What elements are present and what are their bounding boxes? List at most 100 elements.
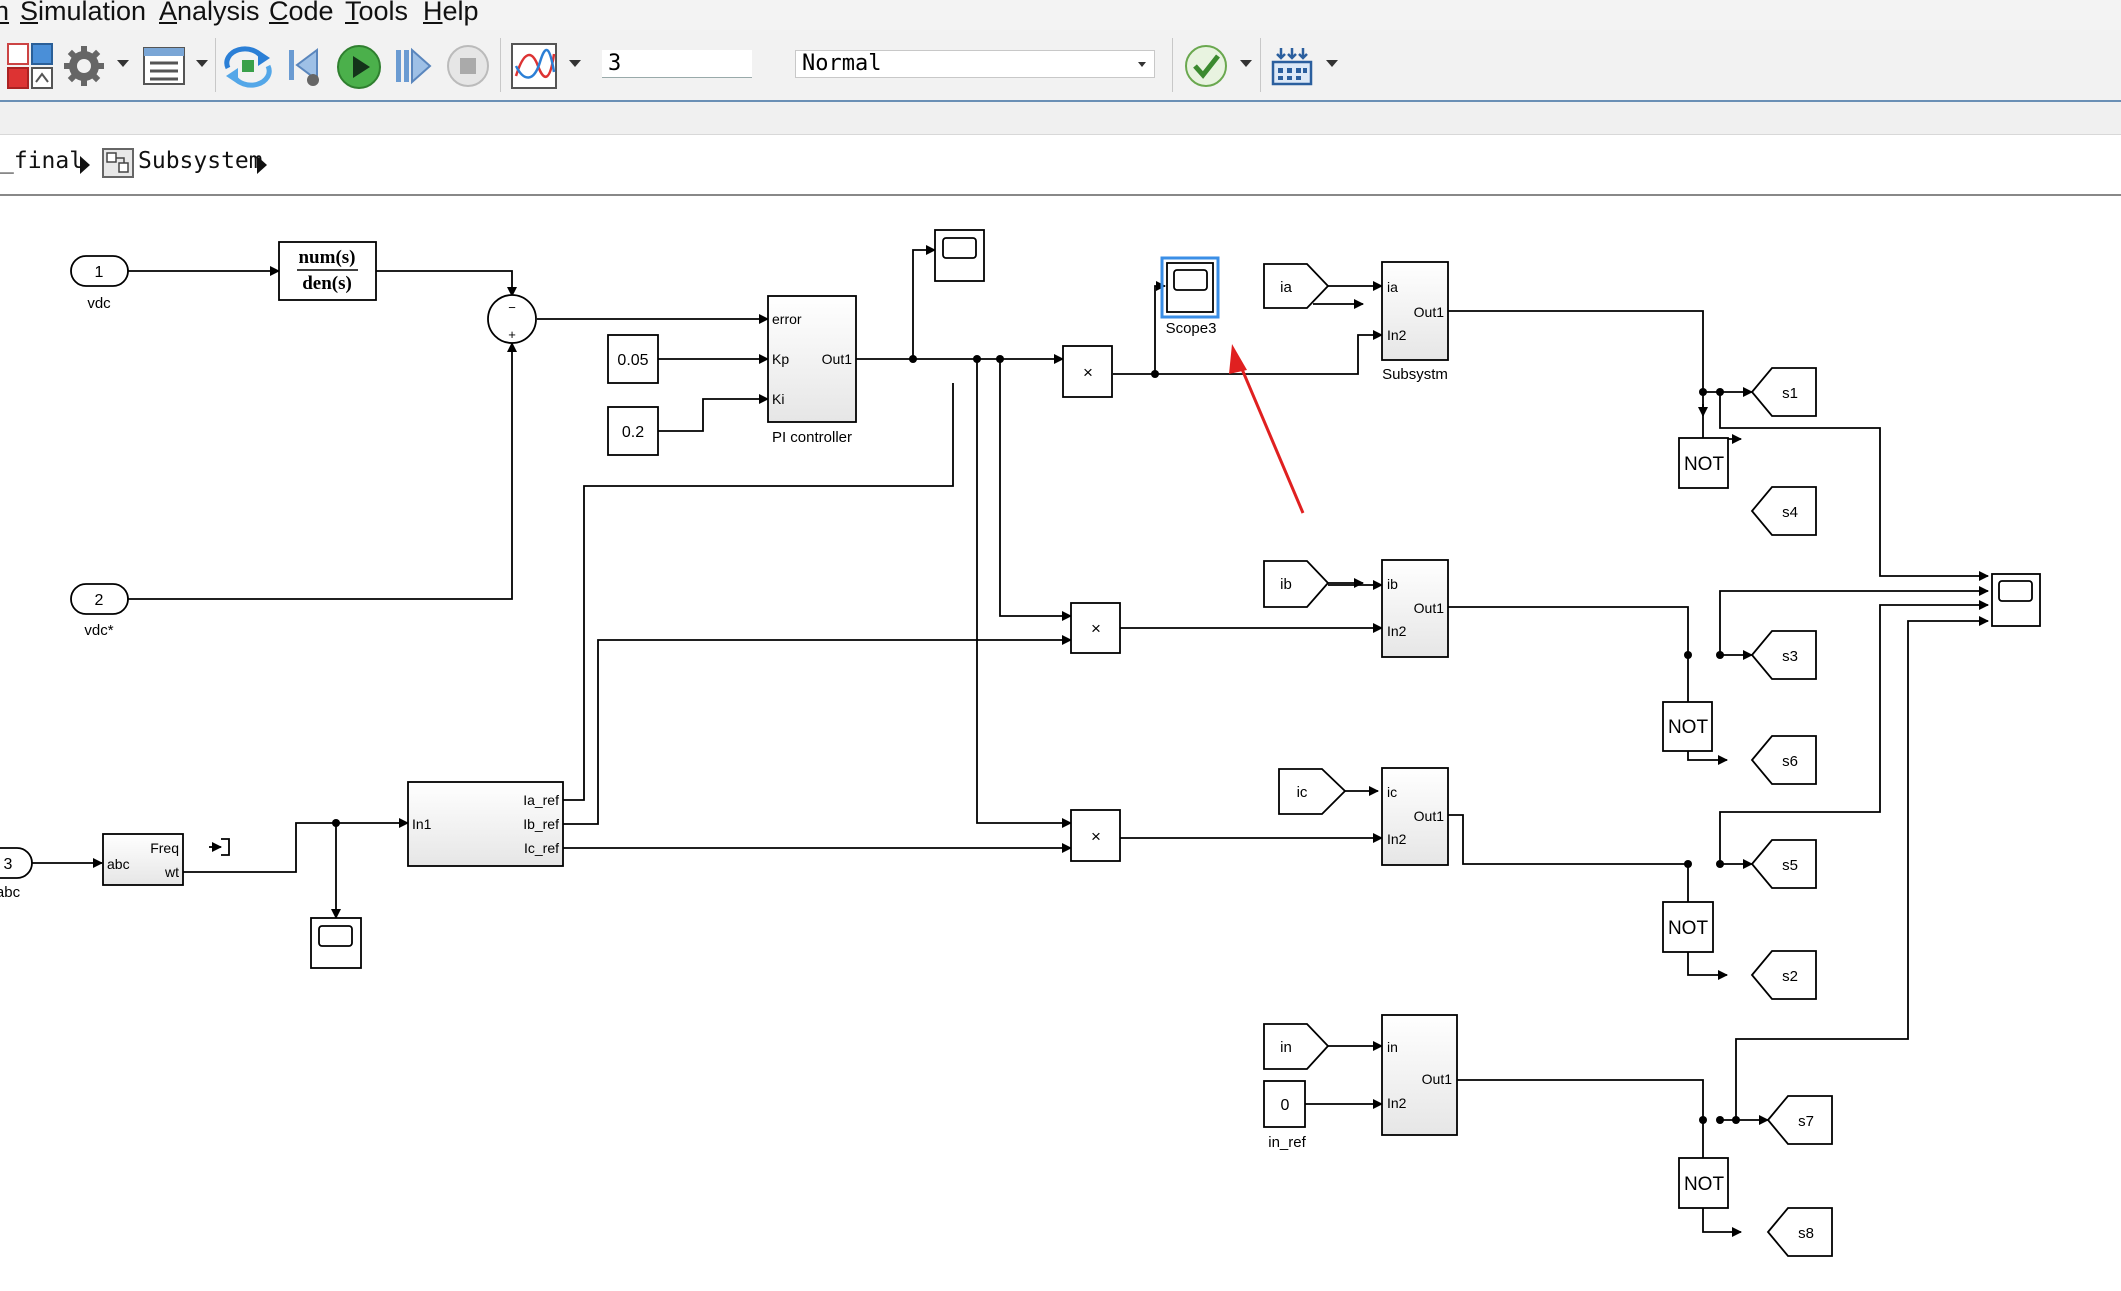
tag-label: ia (1280, 279, 1292, 296)
subsystem-b[interactable]: ib In2 Out1 (1381, 559, 1449, 658)
data-inspector-icon[interactable] (510, 42, 558, 90)
stop-icon[interactable] (446, 44, 490, 88)
product-block[interactable]: × (1070, 809, 1121, 862)
goto-tag-s1[interactable]: s1 (1750, 367, 1817, 417)
product-block[interactable]: × (1070, 602, 1121, 654)
constant-kp[interactable]: 0.05 (607, 334, 659, 384)
inport-number: 1 (95, 264, 104, 281)
scope-block[interactable] (310, 917, 362, 969)
port-label: in (1387, 1039, 1398, 1055)
pi-controller-block[interactable]: error Kp Ki Out1 PI controller (767, 295, 857, 446)
inport-vdc[interactable]: 1 vdc (70, 255, 129, 312)
block-name: abc (0, 884, 21, 901)
step-forward-icon[interactable] (392, 44, 432, 88)
tag-label: s4 (1782, 504, 1798, 521)
not-gate[interactable]: NOT (1662, 701, 1713, 752)
not-label: NOT (1684, 1174, 1725, 1195)
toolbar-separator (500, 38, 501, 92)
signal-lines (128, 245, 1989, 1237)
toolbar-separator (1172, 38, 1173, 92)
goto-tag-s8[interactable]: s8 (1766, 1207, 1833, 1257)
advisor-dropdown-icon[interactable] (1240, 60, 1252, 67)
goto-tag-s3[interactable]: s3 (1750, 630, 1817, 680)
scope-block[interactable] (934, 229, 985, 282)
model-canvas[interactable]: 1 vdc 2 vdc* 3 abc num(s) den(s) − + 0.0… (0, 196, 2121, 1286)
from-tag-in[interactable]: in (1263, 1023, 1330, 1070)
build-icon[interactable] (1270, 44, 1314, 88)
goto-tag-s2[interactable]: s2 (1750, 950, 1817, 1000)
not-label: NOT (1668, 717, 1709, 738)
port-label: Out1 (1414, 808, 1445, 824)
menu-item-simulation[interactable]: Simulation (20, 0, 146, 27)
menu-item-tools[interactable]: Tools (345, 0, 408, 27)
inport-number: 2 (95, 592, 104, 609)
toolbar-separator (1260, 38, 1261, 92)
model-settings-icon[interactable] (62, 44, 106, 88)
menu-label: imulation (38, 0, 147, 26)
goto-tag-s5[interactable]: s5 (1750, 839, 1817, 889)
not-label: NOT (1668, 918, 1709, 939)
product-block[interactable]: × (1062, 345, 1113, 398)
constant-value: 0.05 (617, 352, 648, 369)
product-symbol: × (1083, 363, 1093, 382)
inport-vdc-ref[interactable]: 2 vdc* (70, 583, 129, 639)
breadcrumb-model[interactable]: _final (0, 148, 84, 174)
constant-ki[interactable]: 0.2 (607, 406, 659, 456)
sum-block[interactable]: − + (487, 294, 537, 344)
subsystem-c[interactable]: ic In2 Out1 (1381, 767, 1449, 866)
not-gate[interactable]: NOT (1662, 901, 1714, 953)
subsystem-a[interactable]: ia In2 Out1 Subsystm (1381, 261, 1449, 383)
menu-label: ools (358, 0, 409, 26)
port-label: Ki (772, 391, 784, 407)
breadcrumb-arrow-icon[interactable] (80, 156, 90, 174)
explorer-dropdown-icon[interactable] (196, 60, 208, 67)
model-explorer-icon[interactable] (142, 46, 186, 86)
subsystem-n[interactable]: in In2 Out1 (1381, 1014, 1458, 1136)
annotation-arrow-icon (1229, 344, 1305, 514)
inspector-dropdown-icon[interactable] (569, 60, 581, 67)
from-tag-ia[interactable]: ia (1263, 263, 1330, 309)
model-advisor-icon[interactable] (1184, 44, 1228, 88)
update-diagram-icon[interactable] (222, 44, 274, 88)
port-label: wt (164, 864, 179, 880)
goto-tag-s7[interactable]: s7 (1766, 1095, 1833, 1145)
menu-item-code[interactable]: Code (269, 0, 334, 27)
build-dropdown-icon[interactable] (1326, 60, 1338, 67)
branch-points (332, 355, 1740, 1124)
goto-tag-s4[interactable]: s4 (1750, 486, 1817, 536)
port-label: In2 (1387, 623, 1407, 639)
reference-generator-block[interactable]: In1 Ia_ref Ib_ref Ic_ref (407, 781, 564, 867)
pll-block[interactable]: abc Freq wt (102, 833, 184, 886)
constant-value: 0 (1281, 1097, 1290, 1114)
block-diagram[interactable]: 1 vdc 2 vdc* 3 abc num(s) den(s) − + 0.0… (0, 196, 2121, 1286)
step-back-icon[interactable] (285, 42, 325, 90)
port-label: In1 (412, 816, 432, 832)
menu-label: nalysis (177, 0, 260, 26)
scope3-block[interactable]: Scope3 (1160, 256, 1220, 337)
from-tag-ib[interactable]: ib (1263, 560, 1330, 608)
goto-tag-s6[interactable]: s6 (1750, 735, 1817, 785)
library-browser-icon[interactable] (6, 42, 54, 90)
breadcrumb-arrow-icon[interactable] (257, 156, 267, 174)
simulation-mode-select[interactable]: Normal (795, 50, 1155, 78)
terminator-icon[interactable] (221, 838, 230, 856)
constant-in-ref[interactable]: 0 in_ref (1263, 1080, 1307, 1151)
tag-label: in (1280, 1039, 1292, 1056)
not-gate[interactable]: NOT (1678, 1157, 1729, 1209)
inport-abc[interactable]: 3 abc (0, 847, 103, 901)
run-icon[interactable] (336, 44, 382, 90)
scope-block[interactable] (1991, 573, 2041, 627)
menu-item-analysis[interactable]: Analysis (159, 0, 260, 27)
from-tag-ic[interactable]: ic (1278, 768, 1347, 815)
tag-label: s6 (1782, 753, 1798, 770)
menu-item-help[interactable]: Help (423, 0, 479, 27)
menu-item-truncated[interactable]: n (0, 0, 9, 27)
not-gate[interactable]: NOT (1678, 437, 1729, 489)
transfer-fcn-block[interactable]: num(s) den(s) (278, 241, 377, 301)
breadcrumb-subsystem[interactable]: Subsystem (138, 148, 263, 174)
port-label: ia (1387, 279, 1398, 295)
stop-time-input[interactable]: 3 (602, 50, 752, 78)
port-label: Ia_ref (523, 792, 559, 808)
settings-dropdown-icon[interactable] (117, 60, 129, 67)
simulation-mode-value: Normal (802, 51, 882, 76)
